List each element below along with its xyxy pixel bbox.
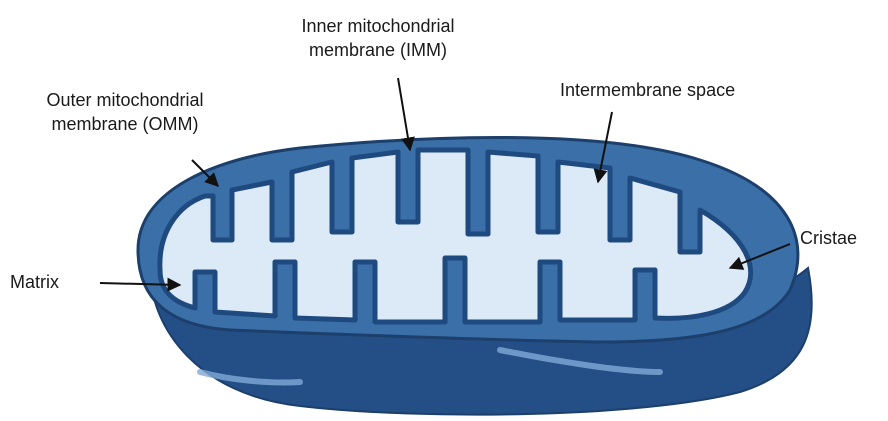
- cristae-label: Cristae: [800, 226, 857, 250]
- omm-label-line2: membrane (OMM): [10, 112, 240, 136]
- matrix-label: Matrix: [10, 270, 59, 294]
- omm-label: Outer mitochondrial membrane (OMM): [10, 88, 240, 136]
- imm-label-line2: membrane (IMM): [248, 38, 508, 62]
- intermembrane-label: Intermembrane space: [560, 78, 735, 102]
- imm-label: Inner mitochondrial membrane (IMM): [248, 14, 508, 62]
- imm-label-line1: Inner mitochondrial: [248, 14, 508, 38]
- omm-label-line1: Outer mitochondrial: [10, 88, 240, 112]
